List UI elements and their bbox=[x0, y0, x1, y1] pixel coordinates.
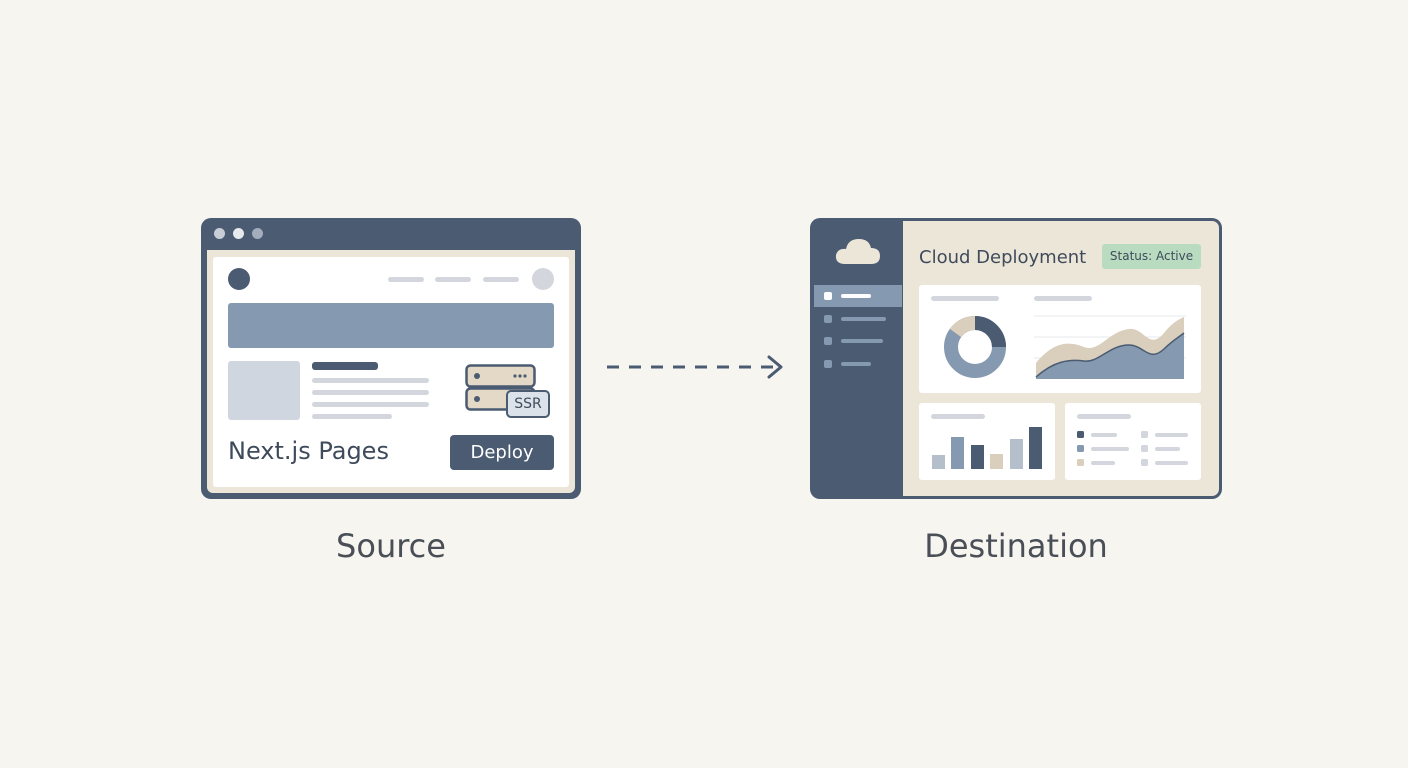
card-heading-placeholder bbox=[1034, 296, 1092, 301]
source-caption: Source bbox=[336, 527, 446, 565]
sidebar-item-icon bbox=[824, 360, 832, 368]
hero-banner bbox=[228, 303, 554, 348]
bar-chart-card bbox=[919, 403, 1055, 480]
image-placeholder bbox=[228, 361, 300, 420]
deploy-button[interactable]: Deploy bbox=[450, 435, 554, 470]
source-title: Next.js Pages bbox=[228, 437, 389, 465]
cloud-icon bbox=[835, 239, 880, 264]
sidebar-item-icon bbox=[824, 315, 832, 323]
sidebar-item-label-placeholder[interactable] bbox=[841, 362, 871, 366]
sidebar-item-label-placeholder[interactable] bbox=[841, 339, 883, 343]
dashboard-main: Cloud Deployment Status: Active bbox=[903, 221, 1219, 496]
card-heading-placeholder bbox=[931, 414, 985, 419]
list-card bbox=[1065, 403, 1201, 480]
browser-viewport: SSR Next.js Pages Deploy bbox=[207, 250, 575, 493]
card-heading-placeholder bbox=[1077, 414, 1131, 419]
analytics-card bbox=[919, 285, 1201, 393]
sidebar-item-label-placeholder[interactable] bbox=[841, 317, 886, 321]
window-control-dot bbox=[214, 228, 225, 239]
source-page: SSR Next.js Pages Deploy bbox=[213, 257, 569, 487]
text-line-placeholder bbox=[312, 390, 429, 395]
sidebar-item-icon bbox=[824, 337, 832, 345]
text-line-placeholder bbox=[312, 414, 392, 419]
window-control-dot bbox=[252, 228, 263, 239]
legend-list-icon bbox=[1077, 431, 1188, 466]
dashed-arrow-icon bbox=[607, 355, 783, 379]
donut-chart-icon bbox=[944, 316, 1006, 378]
sidebar-item-icon bbox=[824, 292, 832, 300]
ssr-badge: SSR bbox=[506, 390, 550, 418]
avatar bbox=[532, 268, 554, 290]
nav-link-placeholder bbox=[388, 277, 424, 282]
card-heading-placeholder bbox=[931, 296, 999, 301]
dashboard-title: Cloud Deployment bbox=[919, 247, 1087, 268]
sidebar-item-label-placeholder bbox=[841, 294, 871, 298]
nav-link-placeholder bbox=[483, 277, 519, 282]
destination-dashboard-window: Cloud Deployment Status: Active bbox=[810, 218, 1222, 499]
text-line-placeholder bbox=[312, 402, 429, 407]
text-line-placeholder bbox=[312, 378, 429, 383]
destination-caption: Destination bbox=[924, 527, 1108, 565]
logo-circle bbox=[228, 268, 250, 290]
bar-chart-icon bbox=[932, 427, 1042, 469]
source-browser-window: SSR Next.js Pages Deploy bbox=[201, 218, 581, 499]
nav-link-placeholder bbox=[435, 277, 471, 282]
area-chart-icon bbox=[1034, 315, 1186, 379]
status-badge: Status: Active bbox=[1102, 244, 1201, 269]
window-control-dot bbox=[233, 228, 244, 239]
content-heading-placeholder bbox=[312, 362, 378, 370]
